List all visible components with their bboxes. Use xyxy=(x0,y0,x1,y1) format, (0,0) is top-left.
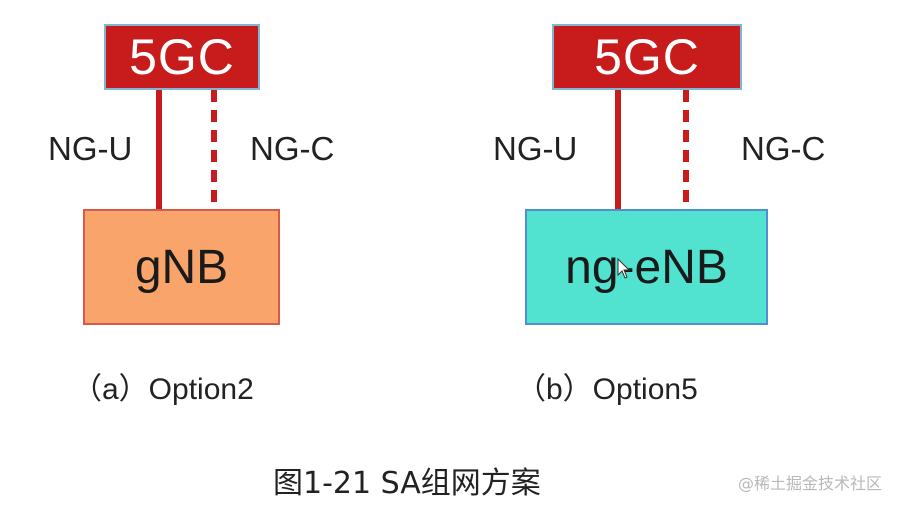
right-ng-u-line xyxy=(615,90,621,210)
gnb-box: gNB xyxy=(83,209,280,325)
right-5gc-box: 5GC xyxy=(552,24,742,90)
right-5gc-label: 5GC xyxy=(594,29,700,85)
left-ng-u-line xyxy=(156,90,162,210)
right-ng-c-label: NG-C xyxy=(741,130,826,167)
left-ng-c-line xyxy=(211,90,217,210)
right-caption: （b）Option5 xyxy=(516,373,698,406)
left-caption: （a）Option2 xyxy=(72,373,254,406)
left-5gc-box: 5GC xyxy=(104,24,260,90)
watermark: @稀土掘金技术社区 xyxy=(738,474,883,493)
left-ng-u-label: NG-U xyxy=(48,130,133,167)
ng-enb-label: ng-eNB xyxy=(565,240,728,294)
left-ng-c-label: NG-C xyxy=(250,130,335,167)
right-ng-c-line xyxy=(683,90,689,210)
ng-enb-box: ng-eNB xyxy=(525,209,768,325)
mouse-cursor-icon xyxy=(617,258,631,279)
right-ng-u-label: NG-U xyxy=(493,130,578,167)
figure-title: 图1-21 SA组网方案 xyxy=(273,466,541,501)
gnb-label: gNB xyxy=(134,240,229,294)
left-5gc-label: 5GC xyxy=(129,29,235,85)
